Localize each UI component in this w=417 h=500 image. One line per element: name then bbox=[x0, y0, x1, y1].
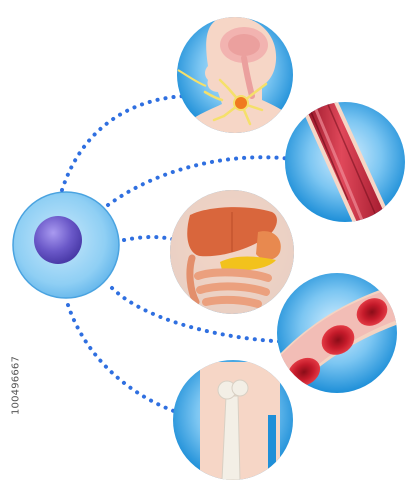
red-blood-cells bbox=[287, 298, 388, 387]
organs-disc bbox=[170, 190, 294, 314]
muscle-fiber-icon bbox=[300, 102, 392, 222]
stock-id-label: 100496667 bbox=[10, 355, 22, 416]
nucleus bbox=[34, 216, 82, 264]
muscle-disc bbox=[285, 102, 405, 222]
neuron-icon bbox=[203, 78, 268, 126]
head-silhouette bbox=[177, 17, 293, 133]
bone-icon bbox=[217, 379, 249, 480]
stomach-icon bbox=[256, 231, 281, 260]
intestines-icon bbox=[194, 268, 272, 308]
stem-cell bbox=[12, 191, 120, 299]
blood-disc bbox=[277, 273, 397, 393]
arrow-to-neuron bbox=[60, 94, 188, 192]
bone-disc bbox=[173, 360, 293, 480]
arrow-to-bone bbox=[66, 303, 208, 422]
pancreas-icon bbox=[220, 256, 276, 271]
arrow-to-blood bbox=[110, 286, 302, 344]
neuron-head-disc bbox=[177, 17, 293, 133]
arrow-to-organs bbox=[122, 235, 178, 242]
